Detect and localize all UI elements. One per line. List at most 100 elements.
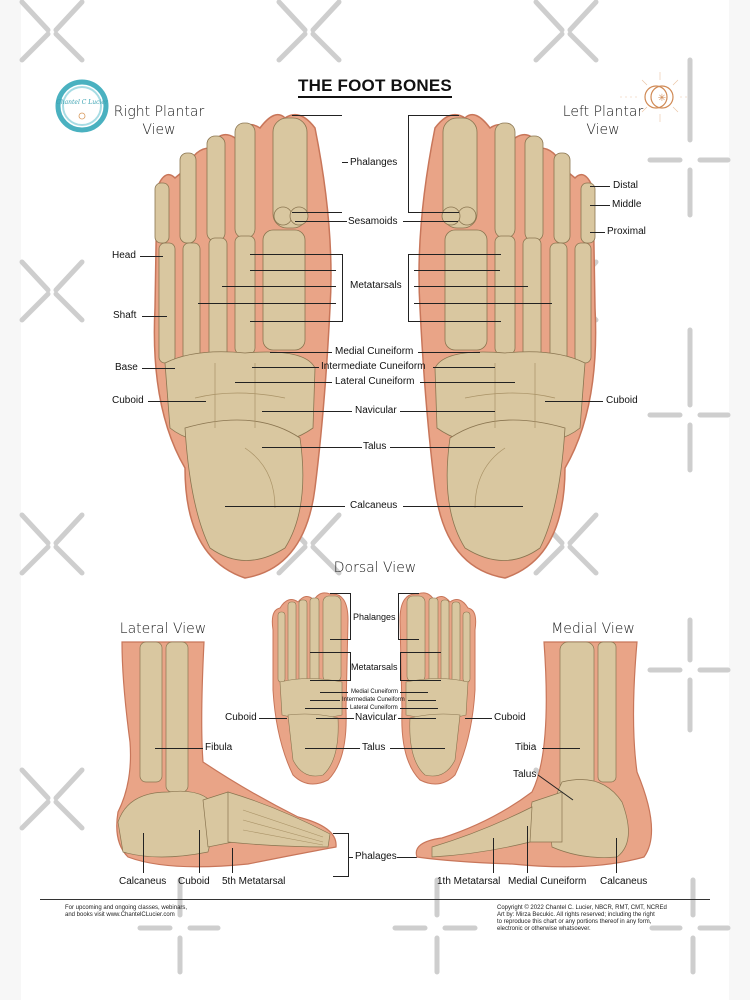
lateral-label-cuboid: Cuboid xyxy=(178,876,210,887)
dorsal-phalanges-bracket-left xyxy=(398,593,419,640)
dorsal-label-lateral-cuneiform: Lateral Cuneiform xyxy=(350,705,398,711)
label-intermediate-cuneiform: Intermediate Cuneiform xyxy=(321,361,426,372)
dorsal-talus-line-right xyxy=(390,748,445,749)
calcaneus-line-right xyxy=(403,506,523,507)
middle-line xyxy=(590,205,610,206)
metatarsal-line xyxy=(414,303,552,304)
phalages-bracket-lateral xyxy=(333,833,349,877)
label-talus: Talus xyxy=(363,441,387,452)
phalanges-connector xyxy=(342,162,348,163)
left-plantar-line1: Left Plantar xyxy=(562,104,644,120)
sun-moon-logo-icon: ✳ xyxy=(620,72,690,122)
dorsal-view-title: Dorsal View xyxy=(333,560,417,576)
metatarsal-line xyxy=(222,286,336,287)
5th-metatarsal-line xyxy=(232,848,233,873)
medial-cuneiform-line-left xyxy=(270,352,332,353)
medial-label-medial-cuneiform: Medial Cuneiform xyxy=(508,876,587,887)
left-plantar-line2: View xyxy=(586,122,620,138)
sesamoids-line-right xyxy=(403,221,458,222)
lateral-label-calcaneus: Calcaneus xyxy=(119,876,167,887)
phalanges-bracket-left xyxy=(408,115,459,213)
label-medial-cuneiform: Medial Cuneiform xyxy=(335,346,414,357)
label-metatarsals: Metatarsals xyxy=(350,280,402,291)
dorsal-label-cuboid-left: Cuboid xyxy=(225,712,257,723)
metatarsals-bracket-left xyxy=(408,254,501,322)
dorsal-metatarsals-bracket-right xyxy=(310,652,351,681)
shaft-line xyxy=(142,316,167,317)
lateral-label-fibula: Fibula xyxy=(205,742,233,753)
lateral-cuneiform-line-left xyxy=(235,382,332,383)
intermediate-cuneiform-line-left xyxy=(252,367,319,368)
sesamoids-line-left xyxy=(295,221,347,222)
label-phalanges: Phalanges xyxy=(350,157,398,168)
footer-promo-text: For upcoming and ongoing classes, webina… xyxy=(65,905,187,919)
navicular-line-left xyxy=(262,411,352,412)
lateral-cuneiform-line-right xyxy=(420,382,515,383)
fibula-line xyxy=(155,748,203,749)
dorsal-label-talus: Talus xyxy=(362,742,386,753)
label-calcaneus: Calcaneus xyxy=(350,500,398,511)
footer-copyright-text: Copyright © 2022 Chantel C. Lucier, NBCR… xyxy=(497,905,667,933)
medial-view-title: Medial View xyxy=(551,621,635,637)
brand-logo-icon: Chantel C Lucier xyxy=(55,79,109,133)
label-cuboid-right-plantar: Cuboid xyxy=(112,395,144,406)
lateral-label-5th-metatarsal: 5th Metatarsal xyxy=(222,876,286,887)
metatarsal-line xyxy=(414,286,528,287)
phalages-connector-left xyxy=(348,857,353,858)
page-title: THE FOOT BONES xyxy=(0,76,750,98)
calcaneus-medial-line xyxy=(616,838,617,873)
medial-label-1th-metatarsal: 1th Metatarsal xyxy=(437,876,501,887)
cuboid-line-right xyxy=(545,401,603,402)
dorsal-label-cuboid-right: Cuboid xyxy=(494,712,526,723)
right-plantar-view-title: Right Plantar View xyxy=(104,103,214,139)
metatarsal-line xyxy=(250,270,336,271)
dorsal-lateral-cuneiform-line-right xyxy=(400,708,438,709)
lateral-view-title: Lateral View xyxy=(119,621,207,637)
medial-foot-illustration xyxy=(415,641,653,868)
medial-label-talus: Talus xyxy=(513,769,537,780)
dorsal-medial-cuneiform-line-right xyxy=(400,692,428,693)
calcaneus-lateral-line xyxy=(143,833,144,873)
title-text: THE FOOT BONES xyxy=(298,76,452,98)
label-head: Head xyxy=(112,250,136,261)
medial-cuneiform-medial-line xyxy=(527,826,528,873)
dorsal-cuboid-line-left xyxy=(259,718,287,719)
dorsal-label-medial-cuneiform: Medial Cuneiform xyxy=(351,689,399,695)
dorsal-label-intermediate-cuneiform: Intermediate Cuneiform xyxy=(342,697,405,703)
dorsal-label-metatarsals: Metatarsals xyxy=(351,662,398,672)
dorsal-talus-line-left xyxy=(305,748,360,749)
distal-line xyxy=(590,186,610,187)
medial-label-tibia: Tibia xyxy=(515,742,537,753)
dorsal-right-foot-illustration xyxy=(271,592,349,785)
label-navicular: Navicular xyxy=(355,405,397,416)
left-plantar-foot-illustration xyxy=(418,113,597,579)
copyright-line3: to reproduce this chart or any portions … xyxy=(497,919,652,925)
cuboid-lateral-line xyxy=(199,830,200,873)
dorsal-intermediate-cuneiform-line-right xyxy=(408,700,436,701)
label-cuboid-left-plantar: Cuboid xyxy=(606,395,638,406)
footer-promo-line2: and books visit www.ChantelCLucier.com xyxy=(65,912,175,918)
svg-text:✳: ✳ xyxy=(658,93,666,104)
label-lateral-cuneiform: Lateral Cuneiform xyxy=(335,376,415,387)
tibia-line xyxy=(542,748,580,749)
medial-cuneiform-line-right xyxy=(418,352,480,353)
dorsal-label-navicular: Navicular xyxy=(355,712,397,723)
dorsal-lateral-cuneiform-line-left xyxy=(305,708,348,709)
talus-leader-line xyxy=(537,774,574,801)
calcaneus-line-left xyxy=(225,506,345,507)
medial-label-calcaneus: Calcaneus xyxy=(600,876,648,887)
dorsal-navicular-line-left xyxy=(316,718,354,719)
label-proximal: Proximal xyxy=(607,226,646,237)
label-sesamoids: Sesamoids xyxy=(348,216,398,227)
copyright-line2: Art by: Mirza Becukic. All rights reserv… xyxy=(497,912,655,918)
1th-metatarsal-line xyxy=(493,838,494,873)
dorsal-intermediate-cuneiform-line-left xyxy=(310,700,340,701)
metatarsal-line xyxy=(414,270,500,271)
footer-rule xyxy=(40,899,710,900)
copyright-line1: Copyright © 2022 Chantel C. Lucier, NBCR… xyxy=(497,905,667,911)
right-plantar-foot-illustration xyxy=(153,113,332,579)
phalages-connector-right xyxy=(397,857,417,858)
footer-promo-line1: For upcoming and ongoing classes, webina… xyxy=(65,905,188,911)
dorsal-medial-cuneiform-line-left xyxy=(320,692,348,693)
metatarsal-line xyxy=(198,303,336,304)
